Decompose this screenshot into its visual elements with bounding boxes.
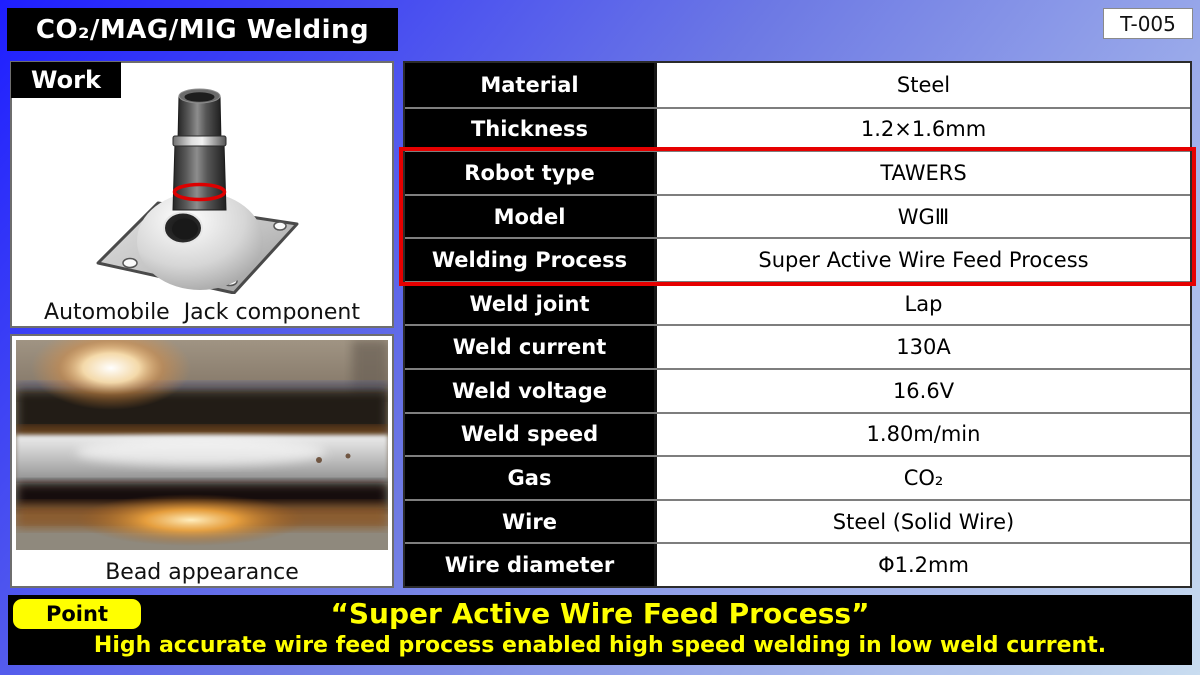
bead-appearance-image [16,340,388,550]
spec-label: Wire [405,500,657,543]
spec-label: Model [405,195,657,238]
spec-table: Material Steel Thickness 1.2×1.6mm Robot… [403,61,1192,588]
spec-row: Weld current 130A [405,324,1190,369]
work-panel: Work [10,61,394,328]
spec-label: Gas [405,457,657,499]
weld-location-ring [172,182,227,202]
jack-caption: Automobile Jack component [44,300,360,325]
spec-label: Wire diameter [405,544,657,586]
spec-row: Weld speed 1.80m/min [405,411,1190,456]
spec-value: Lap [657,282,1190,325]
spec-row-highlighted: Model WGⅢ [405,193,1190,238]
spec-value: Steel (Solid Wire) [657,500,1190,543]
spec-row-highlighted: Robot type TAWERS [405,150,1190,194]
spec-row-highlighted: Welding Process Super Active Wire Feed P… [405,237,1190,281]
slide-title-banner: CO₂/MAG/MIG Welding [7,8,398,51]
spec-value: 1.80m/min [657,413,1190,456]
spec-label: Weld speed [405,413,657,456]
bead-panel: Bead appearance [10,334,394,588]
spec-value: 1.2×1.6mm [657,108,1190,151]
spec-value: Φ1.2mm [657,544,1190,586]
bead-caption: Bead appearance [105,560,299,585]
slide-title: CO₂/MAG/MIG Welding [35,14,370,45]
spec-label: Welding Process [405,239,657,281]
spec-label: Weld current [405,326,657,369]
spec-row: Wire diameter Φ1.2mm [405,542,1190,586]
spec-value: WGⅢ [657,195,1190,238]
spec-row: Weld voltage 16.6V [405,368,1190,412]
spec-row: Gas CO₂ [405,455,1190,499]
spec-value: CO₂ [657,457,1190,499]
point-headline: “Super Active Wire Feed Process” [330,597,870,630]
spec-label: Weld voltage [405,370,657,412]
jack-component-image [96,88,299,294]
document-id-badge: T-005 [1103,8,1193,39]
spec-value: 130A [657,326,1190,369]
spec-label: Weld joint [405,282,657,325]
spec-label: Thickness [405,108,657,151]
spec-value: 16.6V [657,370,1190,412]
spec-label: Robot type [405,152,657,194]
spec-row: Material Steel [405,63,1190,107]
work-tab-label: Work [11,62,121,98]
spec-value: Super Active Wire Feed Process [657,239,1190,281]
spec-value: TAWERS [657,152,1190,194]
spec-value: Steel [657,63,1190,107]
spec-row: Wire Steel (Solid Wire) [405,498,1190,543]
point-description: High accurate wire feed process enabled … [93,633,1107,658]
point-tab-label: Point [13,599,141,629]
spec-row: Weld joint Lap [405,280,1190,325]
spec-row: Thickness 1.2×1.6mm [405,106,1190,151]
point-banner: Point “Super Active Wire Feed Process” H… [8,595,1192,665]
document-id: T-005 [1120,11,1176,36]
spec-label: Material [405,63,657,107]
